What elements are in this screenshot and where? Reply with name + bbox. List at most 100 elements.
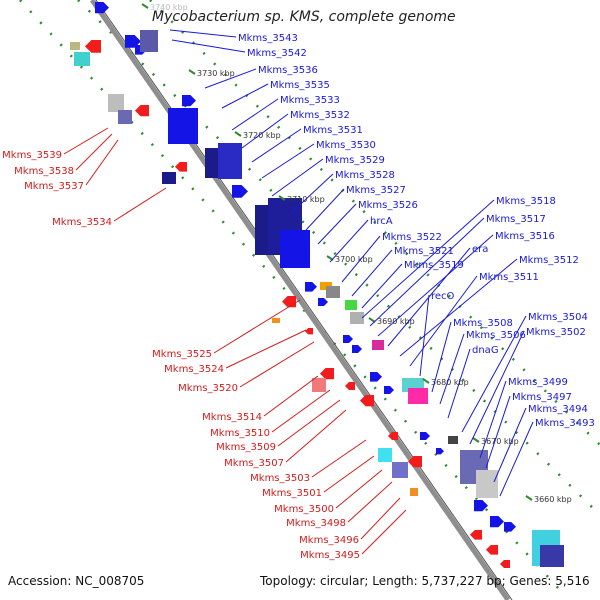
callout-line xyxy=(277,399,341,447)
minus-strand-label[interactable]: Mkms_3538 xyxy=(14,166,74,177)
gene-block xyxy=(74,52,90,66)
gene-block xyxy=(140,30,158,52)
callout-line xyxy=(419,294,430,377)
gene-arrow-reverse xyxy=(360,395,374,407)
minus-strand-label[interactable]: Mkms_3509 xyxy=(216,442,276,453)
callout-line xyxy=(221,83,269,109)
plus-strand-label[interactable]: Mkms_3499 xyxy=(508,377,568,388)
minus-strand-label[interactable]: Mkms_3503 xyxy=(250,473,310,484)
gene-arrow-reverse xyxy=(320,368,334,380)
gene-block xyxy=(312,378,326,392)
plus-strand-label[interactable]: Mkms_3517 xyxy=(486,214,546,225)
gene-features xyxy=(70,2,564,568)
callout-line xyxy=(360,497,401,540)
tick-label: 3670 kbp xyxy=(481,437,519,446)
plus-strand-label[interactable]: Mkms_3502 xyxy=(526,327,586,338)
tick-label: 3660 kbp xyxy=(534,495,572,504)
callout-line xyxy=(409,275,478,367)
gene-arrow xyxy=(370,372,382,382)
plus-strand-label[interactable]: Mkms_3522 xyxy=(382,232,442,243)
plus-strand-label[interactable]: Mkms_3531 xyxy=(303,125,363,136)
minus-strand-label[interactable]: Mkms_3537 xyxy=(24,181,84,192)
minus-strand-label[interactable]: Mkms_3525 xyxy=(152,349,212,360)
backbone-edge xyxy=(95,0,513,600)
callout-line xyxy=(239,341,315,388)
plus-strand-label[interactable]: Mkms_3526 xyxy=(358,200,418,211)
plus-strand-label[interactable]: hrcA xyxy=(370,216,393,227)
plus-strand-label[interactable]: Mkms_3518 xyxy=(496,196,556,207)
plus-strand-label[interactable]: Mkms_3511 xyxy=(479,272,539,283)
callout-line xyxy=(113,187,167,222)
plus-strand-label[interactable]: dnaG xyxy=(472,345,499,356)
callout-line xyxy=(261,143,315,179)
plus-strand-label[interactable]: Mkms_3530 xyxy=(316,140,376,151)
minus-strand-label[interactable]: Mkms_3495 xyxy=(300,550,360,561)
gene-block xyxy=(162,172,176,184)
gene-block xyxy=(410,488,418,496)
plus-strand-label[interactable]: Mkms_3528 xyxy=(335,170,395,181)
gene-block xyxy=(350,312,364,324)
gene-block xyxy=(218,143,242,179)
plus-strand-label[interactable]: Mkms_3497 xyxy=(512,392,572,403)
plus-strand-label[interactable]: Mkms_3521 xyxy=(394,246,454,257)
tick-label: 3730 kbp xyxy=(197,69,235,78)
plus-strand-label[interactable]: Mkms_3527 xyxy=(346,185,406,196)
plus-strand-label[interactable]: Mkms_3533 xyxy=(280,95,340,106)
gene-arrow-reverse xyxy=(282,296,296,308)
callout-line xyxy=(285,409,347,463)
gene-arrow xyxy=(125,35,141,48)
gene-arrow xyxy=(182,95,196,107)
plus-strand-label[interactable]: Mkms_3536 xyxy=(258,65,318,76)
minus-strand-label[interactable]: Mkms_3496 xyxy=(299,535,359,546)
minus-strand-label[interactable]: Mkms_3539 xyxy=(2,150,62,161)
callout-line xyxy=(263,375,319,417)
minus-strand-label[interactable]: Mkms_3498 xyxy=(286,518,346,529)
minus-strand-label[interactable]: Mkms_3510 xyxy=(210,428,270,439)
callout-line xyxy=(241,113,289,149)
gene-arrow xyxy=(436,448,444,455)
plus-strand-label[interactable]: Mkms_3508 xyxy=(453,318,513,329)
minus-strand-label[interactable]: Mkms_3520 xyxy=(178,383,238,394)
minus-strand-label[interactable]: Mkms_3514 xyxy=(202,412,262,423)
callout-line xyxy=(335,469,383,509)
minus-strand-label[interactable]: Mkms_3524 xyxy=(164,364,224,375)
plus-strand-label[interactable]: Mkms_3506 xyxy=(466,330,526,341)
plus-strand-label[interactable]: Mkms_3493 xyxy=(535,418,595,429)
plus-strand-label[interactable]: Mkms_3512 xyxy=(519,255,579,266)
tick-mark xyxy=(188,69,196,75)
gene-arrow-reverse xyxy=(408,456,422,468)
callout-line xyxy=(289,173,334,215)
gene-block xyxy=(326,286,340,298)
minus-strand-label[interactable]: Mkms_3500 xyxy=(274,504,334,515)
callout-line xyxy=(479,380,507,459)
minus-strand-label[interactable]: Mkms_3507 xyxy=(224,458,284,469)
gene-arrow-reverse xyxy=(175,162,187,172)
callout-line xyxy=(361,199,495,319)
plus-strand-label[interactable]: Mkms_3543 xyxy=(238,33,298,44)
plus-strand-label[interactable]: Mkms_3532 xyxy=(290,110,350,121)
plus-strand-label[interactable]: Mkms_3535 xyxy=(270,80,330,91)
gene-block xyxy=(345,300,357,310)
tick-mark xyxy=(278,195,286,201)
gene-block xyxy=(70,42,80,50)
callout-line xyxy=(75,133,113,171)
callout-line xyxy=(329,219,369,263)
plus-strand-label[interactable]: Mkms_3542 xyxy=(247,48,307,59)
plus-strand-label[interactable]: Mkms_3494 xyxy=(528,404,588,415)
gene-arrow xyxy=(232,185,248,198)
callout-line xyxy=(311,439,367,478)
plus-strand-label[interactable]: Mkms_3504 xyxy=(528,312,588,323)
plus-strand-label[interactable]: era xyxy=(472,244,488,255)
minus-strand-label[interactable]: Mkms_3501 xyxy=(262,488,322,499)
callout-line xyxy=(271,158,324,197)
gene-arrow xyxy=(384,386,394,394)
gene-arrow-reverse xyxy=(85,40,101,53)
tick-label: 3700 kbp xyxy=(335,255,373,264)
plus-strand-label[interactable]: recO xyxy=(431,291,455,302)
plus-strand-label[interactable]: Mkms_3516 xyxy=(495,231,555,242)
gene-block xyxy=(372,340,384,350)
minus-strand-label[interactable]: Mkms_3534 xyxy=(52,217,112,228)
plus-strand-label[interactable]: Mkms_3529 xyxy=(325,155,385,166)
gene-arrow-reverse xyxy=(470,530,482,540)
gene-block xyxy=(272,318,280,323)
